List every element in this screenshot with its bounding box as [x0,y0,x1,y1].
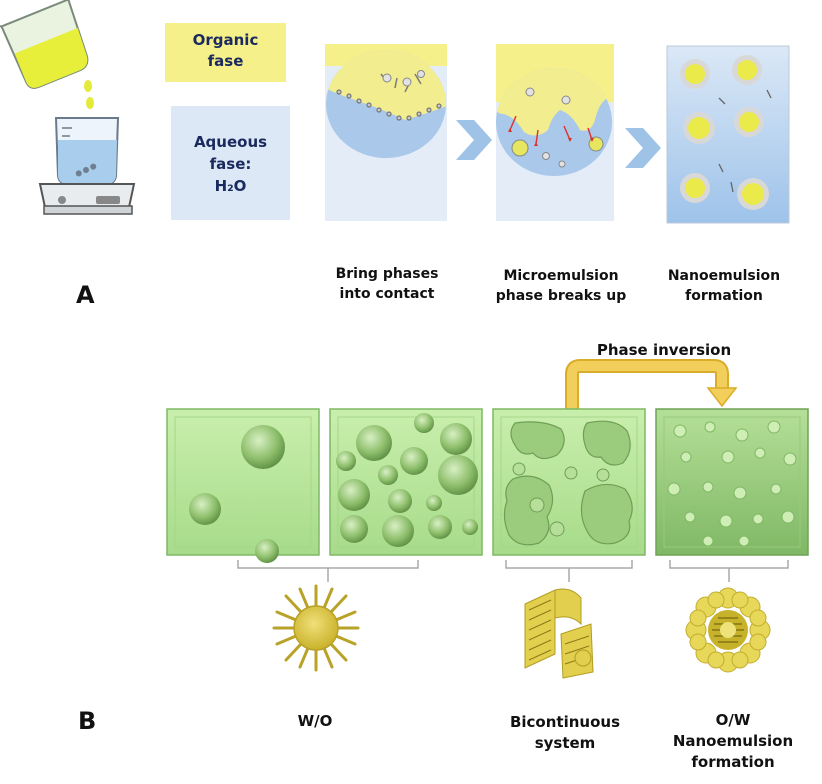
bracket-bicontinuous [505,560,633,582]
step-nanoemulsion-label: Nanoemulsion formation [667,268,781,304]
aqueous-phase-label: Aqueous fase: H₂O [193,133,268,195]
green-panel-wo-dense [329,408,483,556]
reverse-micelle-illustration [272,584,360,672]
panel-b-letter: B [78,707,97,735]
bicontinuous-structure-illustration [524,588,594,679]
micelle-illustration [685,587,771,673]
organic-phase-label: Organic fase [192,31,259,70]
green-panel-ow [655,408,809,556]
bicontinuous-label: Bicontinuous system [509,713,621,752]
green-panel-wo-sparse [166,408,320,563]
ow-label: O/W Nanoemulsion formation [672,711,794,771]
step-nanoemulsion-illustration [666,45,790,224]
organic-phase-box [165,23,286,82]
aqueous-phase-box [171,106,290,220]
bracket-wo [237,560,419,582]
wo-label: W/O [297,712,333,730]
step-contact-label: Bring phases into contact [335,266,439,302]
step-contact-illustration [325,44,447,221]
green-panel-bicontinuous [492,408,646,556]
step-breakup-label: Microemulsion phase breaks up [495,268,627,304]
chevron-right-icon [625,128,661,168]
phase-inversion-label: Phase inversion [596,341,732,359]
phase-inversion-arrow [565,359,738,414]
chevron-right-icon [456,120,492,160]
panel-a-letter: A [76,281,95,309]
bracket-ow [669,560,789,582]
beaker-pouring-illustration [0,0,136,215]
surfactant-interface [336,89,442,121]
nano-droplets [680,55,769,210]
step-breakup-illustration [496,44,614,221]
